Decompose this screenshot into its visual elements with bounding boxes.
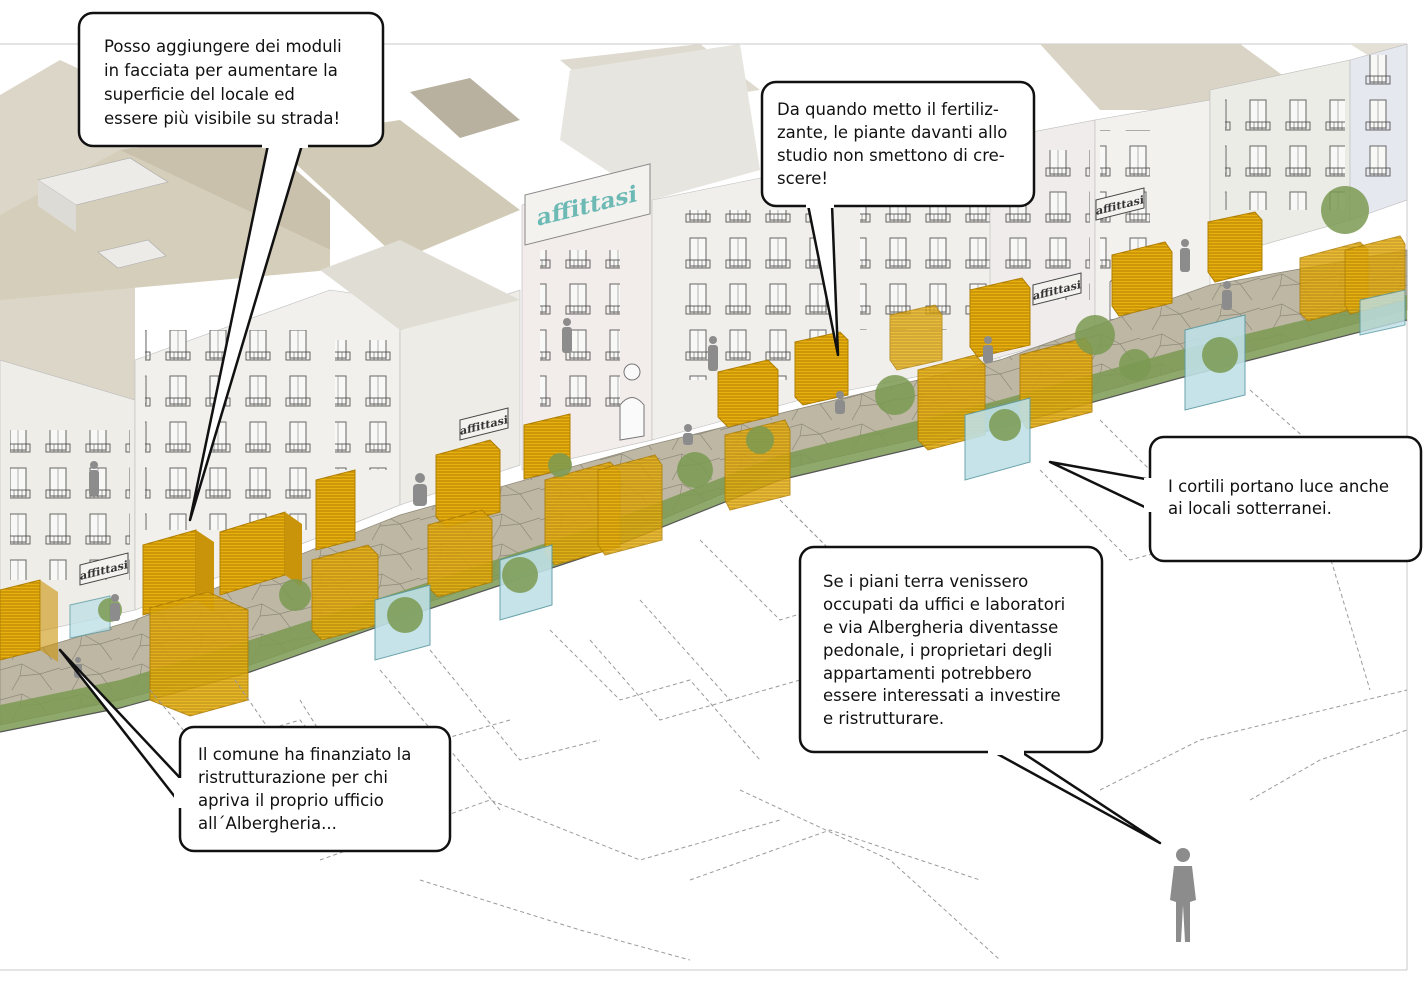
person-street-6 <box>835 391 845 414</box>
scale-figure <box>1170 848 1196 942</box>
bubble-comune-text: Il comune ha finanziato la ristrutturazi… <box>198 745 417 833</box>
roof-far-right <box>1240 44 1407 80</box>
facade-3-gable <box>320 240 520 330</box>
facade-5-top <box>560 44 760 200</box>
tree-6 <box>746 426 774 454</box>
bubble-moduli-text: Posso aggiungere dei moduli in facciata … <box>104 37 347 128</box>
bubble-fertilizzante-line: Da quando metto il fertiliz- <box>777 100 999 119</box>
bubble-pianiterra: Se i piani terra venissero occupati da u… <box>798 545 1162 845</box>
bubble-pianiterra-line: e via Albergheria diventasse <box>823 618 1058 637</box>
module-14 <box>794 331 849 406</box>
person-street-5 <box>1222 281 1232 310</box>
module-6 <box>315 469 356 551</box>
person-street-2 <box>110 594 120 621</box>
tree-2 <box>387 597 423 633</box>
module-12 <box>717 359 779 428</box>
tree-1 <box>279 579 311 611</box>
bubble-pianiterra-line: Se i piani terra venissero <box>823 572 1028 591</box>
bubble-pianiterra-line: appartamenti potrebbero <box>823 664 1032 683</box>
bubble-cortili-tail <box>1048 460 1152 512</box>
facade-4-windows <box>540 250 620 410</box>
module-19 <box>1111 241 1173 317</box>
module-4 <box>219 511 302 596</box>
bubble-comune-line: all´Albergheria... <box>198 814 337 833</box>
bubble-fertilizzante-line: studio non smettono di cre- <box>777 146 1005 165</box>
facade-modules <box>0 211 1406 717</box>
bubble-fertilizzante-line: zante, le piante davanti allo <box>777 123 1007 142</box>
person-window-3 <box>708 336 718 371</box>
tree-3 <box>502 557 538 593</box>
courtyard-opening <box>410 78 520 138</box>
person-street-7 <box>683 424 693 445</box>
basement-outlines <box>149 389 1408 961</box>
roof-center <box>270 120 520 260</box>
bubble-comune-line: apriva il proprio ufficio <box>198 791 384 810</box>
person-window-1 <box>89 461 99 496</box>
facade-2b-windows <box>335 340 395 470</box>
person-window-2 <box>562 318 572 353</box>
facade-8-windows <box>1225 90 1345 210</box>
bubble-fertilizzante-tail <box>806 204 840 357</box>
tree-11 <box>1202 337 1238 373</box>
bubble-cortili-line: ai locali sotterranei. <box>1168 499 1332 518</box>
bubble-cortili-text: I cortili portano luce anche ai locali s… <box>1168 477 1394 518</box>
bubble-pianiterra-line: e ristrutturare. <box>823 709 944 728</box>
module-7 <box>435 439 501 528</box>
tree-7 <box>875 375 915 415</box>
module-8 <box>427 509 493 598</box>
module-1 <box>0 579 58 662</box>
tree-10 <box>1119 349 1151 381</box>
speech-bubbles: Posso aggiungere dei moduli in facciata … <box>58 11 1423 853</box>
bubble-moduli-line: essere più visibile su strada! <box>104 109 340 128</box>
facade-9-windows <box>1360 55 1405 185</box>
glass-box-6 <box>1359 289 1406 336</box>
roof-box-side <box>38 180 76 232</box>
bubble-pianiterra-line: pedonale, i proprietari degli <box>823 641 1052 660</box>
tree-9 <box>1075 315 1115 355</box>
bubble-moduli: Posso aggiungere dei moduli in facciata … <box>77 11 385 522</box>
bubble-moduli-tail <box>188 144 304 522</box>
bubble-comune: Il comune ha finanziato la ristrutturazi… <box>58 648 452 853</box>
bubble-cortili: I cortili portano luce anche ai locali s… <box>1048 435 1423 563</box>
facade-1-windows <box>10 430 130 580</box>
bubble-comune-line: ristrutturazione per chi <box>198 768 388 787</box>
bubble-comune-tail <box>58 648 183 807</box>
bubble-pianiterra-box <box>798 545 1104 754</box>
roof-box-small <box>97 239 167 269</box>
tree-8 <box>989 409 1021 441</box>
building-block <box>0 43 1408 641</box>
people <box>74 239 1232 678</box>
person-street-3 <box>983 336 993 363</box>
bubble-pianiterra-line: occupati da uffici e laboratori <box>823 595 1065 614</box>
bubble-moduli-line: superficie del locale ed <box>104 85 295 104</box>
bubble-fertilizzante-box <box>760 80 1036 208</box>
bubble-moduli-line: Posso aggiungere dei moduli <box>104 37 342 56</box>
module-5 <box>311 544 379 641</box>
person-street-4 <box>1180 239 1190 272</box>
module-17 <box>969 277 1031 358</box>
bubble-moduli-box <box>77 11 385 148</box>
person-street-1 <box>413 473 427 506</box>
tree-12 <box>1321 186 1369 234</box>
bubble-fertilizzante-line: scere! <box>777 169 828 188</box>
module-20 <box>1207 211 1263 283</box>
bubble-fertilizzante-text: Da quando metto il fertiliz- zante, le p… <box>777 100 1013 188</box>
module-10 <box>597 454 663 556</box>
tree-5 <box>677 452 713 488</box>
bubble-pianiterra-tail <box>991 749 1162 845</box>
arch-door-1 <box>619 397 645 441</box>
bubble-pianiterra-line: essere interessati a investire <box>823 686 1061 705</box>
bubble-fertilizzante: Da quando metto il fertiliz- zante, le p… <box>760 80 1036 357</box>
round-window <box>623 363 641 381</box>
bubble-cortili-line: I cortili portano luce anche <box>1168 477 1389 496</box>
bubble-pianiterra-text: Se i piani terra venissero occupati da u… <box>823 572 1070 728</box>
module-3 <box>149 591 249 717</box>
tree-4 <box>548 453 572 477</box>
bubble-moduli-line: in facciata per aumentare la <box>104 61 338 80</box>
module-15 <box>889 304 943 371</box>
bubble-comune-line: Il comune ha finanziato la <box>198 745 411 764</box>
